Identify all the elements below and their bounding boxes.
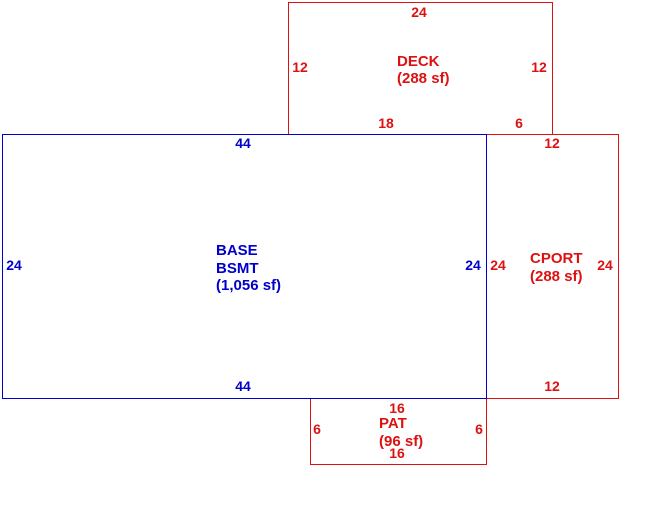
cport-area: 12 12 24 24 CPORT (288 sf) xyxy=(486,134,619,399)
deck-area: 24 12 12 18 6 DECK (288 sf) xyxy=(288,2,553,135)
deck-dim-right: 12 xyxy=(531,59,547,75)
patio-area: 16 16 6 6 PAT (96 sf) xyxy=(310,398,487,465)
cport-dim-bottom: 12 xyxy=(544,378,560,394)
deck-dim-bottom-left: 18 xyxy=(378,115,394,131)
base-outline xyxy=(2,134,487,399)
base-dim-top: 44 xyxy=(235,135,251,151)
deck-dim-bottom-right: 6 xyxy=(515,115,523,131)
patio-dim-top: 16 xyxy=(389,400,405,416)
deck-dim-top: 24 xyxy=(411,4,427,20)
patio-dim-right: 6 xyxy=(475,421,483,437)
base-dim-left: 24 xyxy=(6,257,22,273)
base-area-label: (1,056 sf) xyxy=(216,277,281,294)
patio-dim-bottom: 16 xyxy=(389,445,405,461)
cport-dim-top: 12 xyxy=(544,135,560,151)
patio-name-label: PAT xyxy=(379,415,407,432)
deck-area-label: (288 sf) xyxy=(397,70,450,87)
base-dim-bottom: 44 xyxy=(235,378,251,394)
patio-area-label: (96 sf) xyxy=(379,433,423,450)
deck-name-label: DECK xyxy=(397,53,440,70)
base-name-line2: BSMT xyxy=(216,260,259,277)
deck-dim-left: 12 xyxy=(292,59,308,75)
base-name-line1: BASE xyxy=(216,242,258,259)
cport-dim-right: 24 xyxy=(597,257,613,273)
patio-dim-left: 6 xyxy=(313,421,321,437)
cport-area-label: (288 sf) xyxy=(530,268,583,285)
base-area: 44 44 24 24 BASE BSMT (1,056 sf) xyxy=(2,134,487,399)
cport-dim-left: 24 xyxy=(490,257,506,273)
base-dim-right: 24 xyxy=(465,257,481,273)
cport-name-label: CPORT xyxy=(530,250,583,267)
